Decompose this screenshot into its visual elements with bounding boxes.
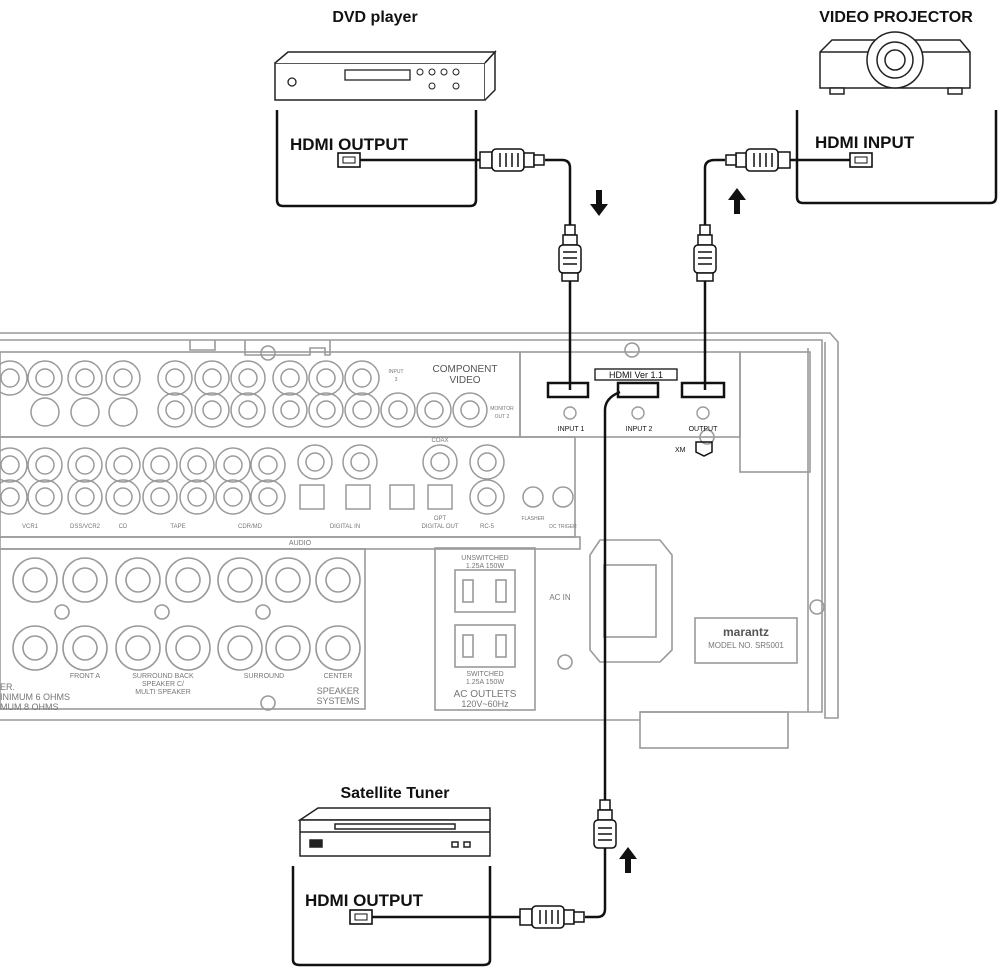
rc5-label: RC-5 bbox=[480, 524, 495, 530]
speaker-c-label: SPEAKER C/ bbox=[142, 681, 184, 688]
projector-port-label: HDMI INPUT bbox=[815, 133, 915, 152]
speaker-label: SPEAKER bbox=[317, 686, 360, 696]
systems-label: SYSTEMS bbox=[316, 696, 359, 706]
model-number: MODEL NO. SR5001 bbox=[708, 641, 784, 650]
satellite-title: Satellite Tuner bbox=[340, 785, 449, 802]
flasher-label: FLASHER bbox=[521, 516, 544, 522]
hdmi-plug-dvd bbox=[479, 148, 545, 172]
ac-outlets-title: AC OUTLETS bbox=[454, 689, 517, 700]
switched-label: SWITCHED bbox=[466, 671, 503, 678]
hdmi-plug-satellite bbox=[519, 905, 585, 929]
hdmi-plug-input2 bbox=[593, 799, 617, 849]
opt-label: OPT bbox=[434, 516, 447, 522]
digital-in-label: DIGITAL IN bbox=[330, 524, 360, 530]
receiver-rear-panel bbox=[0, 332, 839, 749]
front-a-label: FRONT A bbox=[70, 673, 101, 680]
hdmi-plug-output bbox=[693, 224, 717, 282]
switched-rating: 1.25A 150W bbox=[466, 679, 505, 686]
hdmi-input1-label: INPUT 1 bbox=[558, 426, 585, 433]
dvd-player bbox=[274, 50, 497, 101]
hdmi-cables bbox=[360, 158, 850, 919]
dss-vcr2-label: DSS/VCR2 bbox=[70, 524, 101, 530]
dvd-port-label: HDMI OUTPUT bbox=[290, 135, 409, 154]
hdmi-input2-label: INPUT 2 bbox=[626, 426, 653, 433]
hdmi-output-label: OUTPUT bbox=[689, 426, 719, 433]
arrow-down-icon bbox=[590, 190, 608, 216]
satellite-callout-box bbox=[291, 866, 492, 967]
component-input-num: 3 bbox=[395, 377, 398, 383]
coax-label: COAX bbox=[431, 438, 448, 444]
impedance-line-2: INIMUM 6 OHMS bbox=[0, 692, 70, 702]
ac-section bbox=[434, 539, 798, 711]
xm-label: XM bbox=[675, 447, 686, 454]
impedance-line-1: ER. bbox=[0, 682, 15, 692]
tape-label: TAPE bbox=[170, 524, 185, 530]
cd-label: CD bbox=[119, 524, 128, 530]
hdmi-version-label: HDMI Ver 1.1 bbox=[609, 370, 663, 380]
ac-voltage: 120V~60Hz bbox=[461, 699, 509, 709]
satellite-port-label: HDMI OUTPUT bbox=[305, 891, 424, 910]
multi-speaker-label: MULTI SPEAKER bbox=[135, 689, 191, 696]
digital-out-label: DIGITAL OUT bbox=[421, 524, 458, 530]
surround-label: SURROUND bbox=[244, 673, 284, 680]
projector-callout-box bbox=[795, 110, 998, 205]
unswitched-label: UNSWITCHED bbox=[461, 555, 508, 562]
video-projector bbox=[819, 31, 971, 95]
hdmi-plug-projector bbox=[725, 148, 791, 172]
receiver-hdmi-ports bbox=[546, 368, 726, 457]
component-label-2: VIDEO bbox=[449, 375, 480, 386]
component-label-1: COMPONENT bbox=[433, 364, 498, 375]
projector-title: VIDEO PROJECTOR bbox=[819, 9, 973, 26]
hdmi-plug-input1 bbox=[558, 224, 582, 282]
dvd-callout-box bbox=[275, 110, 478, 208]
dc-trigger-label: DC TRIGER bbox=[549, 524, 577, 530]
arrow-up-icon bbox=[619, 847, 637, 873]
signal-arrows bbox=[590, 188, 746, 873]
satellite-tuner bbox=[297, 807, 491, 857]
ac-in-label: AC IN bbox=[549, 593, 571, 602]
surround-back-label: SURROUND BACK bbox=[132, 673, 194, 680]
audio-label: AUDIO bbox=[289, 540, 312, 547]
center-label: CENTER bbox=[324, 673, 353, 680]
unswitched-rating: 1.25A 150W bbox=[466, 563, 505, 570]
dvd-title: DVD player bbox=[332, 9, 417, 26]
component-input-label: INPUT bbox=[389, 369, 404, 375]
speaker-terminals bbox=[12, 342, 825, 711]
cdr-md-label: CDR/MD bbox=[238, 524, 263, 530]
vcr1-label: VCR1 bbox=[22, 524, 39, 530]
monitor-label: MONITOR bbox=[490, 406, 514, 412]
monitor-out2-label: OUT 2 bbox=[495, 414, 510, 420]
impedance-line-3: MUM 8 OHMS bbox=[0, 702, 59, 712]
brand-logo: marantz bbox=[723, 625, 769, 639]
arrow-up-icon bbox=[728, 188, 746, 214]
rca-jack-rows bbox=[0, 360, 574, 515]
